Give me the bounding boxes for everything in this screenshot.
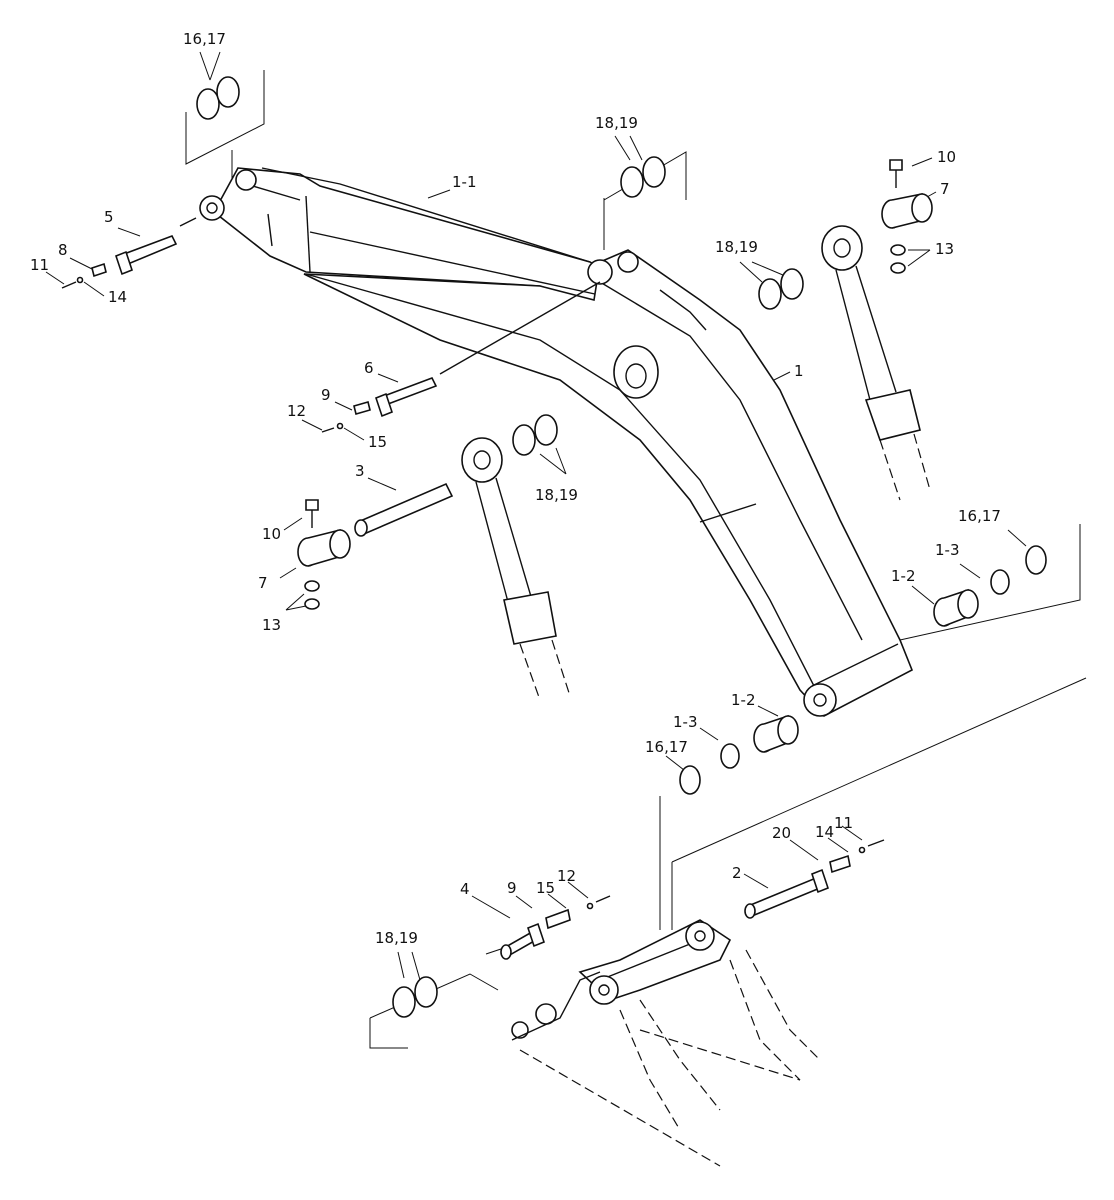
lock-plate-9-mid: [321, 401, 371, 433]
pin-4: [500, 895, 611, 960]
callout-12-mid: 12: [287, 402, 306, 420]
callout-1-3-lower: 1-3: [673, 713, 698, 731]
callout-18-19-cyl: 18,19: [535, 486, 578, 504]
callout-10-left: 10: [262, 525, 281, 543]
callout-1-2-lower: 1-2: [731, 691, 756, 709]
pin-3: [354, 482, 454, 537]
callout-16-17-top: 16,17: [183, 30, 226, 48]
callout-1-boom: 1: [794, 362, 804, 380]
callout-1-1: 1-1: [452, 173, 477, 191]
callout-14-bottom: 14: [815, 823, 834, 841]
callout-16-17-lower: 16,17: [645, 738, 688, 756]
callout-3: 3: [355, 462, 365, 480]
callout-2: 2: [732, 864, 742, 882]
callout-1-3-right: 1-3: [935, 541, 960, 559]
callout-5: 5: [104, 208, 114, 226]
callout-18-19-top: 18,19: [595, 114, 638, 132]
pin-6: [375, 281, 601, 418]
bucket-linkage: [511, 919, 821, 1167]
bushing-7-right: [881, 159, 933, 274]
callout-16-17-right: 16,17: [958, 507, 1001, 525]
lock-plate-8-top: [61, 262, 107, 289]
bushing-7-left: [297, 499, 351, 610]
callout-12-bottom: 12: [557, 867, 576, 885]
boom-cylinder-left: [461, 437, 571, 701]
callout-6: 6: [364, 359, 374, 377]
bushing-1-2-lower: [679, 714, 799, 795]
bushing-1-2-right: [933, 545, 1047, 627]
callout-9-bottom: 9: [507, 879, 517, 897]
pin-5: [115, 217, 197, 276]
pin-2: [744, 839, 885, 919]
callout-7-left: 7: [258, 574, 268, 592]
callout-4: 4: [460, 880, 470, 898]
callout-13-right: 13: [935, 240, 954, 258]
callout-18-19-mid: 18,19: [715, 238, 758, 256]
callout-15-mid: 15: [368, 433, 387, 451]
rings-18-19-mid: [758, 268, 804, 310]
callout-9-mid: 9: [321, 386, 331, 404]
callout-18-19-bottom: 18,19: [375, 929, 418, 947]
rings-18-19-bottom: [392, 976, 438, 1018]
boom-cylinder-right: [821, 225, 931, 501]
callout-11-bottom: 11: [834, 814, 853, 832]
reference-brackets: [185, 70, 1087, 1049]
rings-16-17-top: [196, 76, 240, 120]
callout-14-top: 14: [108, 288, 127, 306]
boom-1: [303, 249, 914, 717]
rings-18-19-top: [620, 156, 666, 198]
callout-8-top: 8: [58, 241, 68, 259]
callout-1-2-right: 1-2: [891, 567, 916, 585]
rings-18-19-cylinder: [512, 414, 558, 456]
callout-13-left: 13: [262, 616, 281, 634]
callout-7-right: 7: [940, 180, 950, 198]
callout-10-right: 10: [937, 148, 956, 166]
callout-15-bottom: 15: [536, 879, 555, 897]
leader-lines: [45, 51, 1027, 981]
callout-11-top: 11: [30, 256, 49, 274]
callout-20: 20: [772, 824, 791, 842]
